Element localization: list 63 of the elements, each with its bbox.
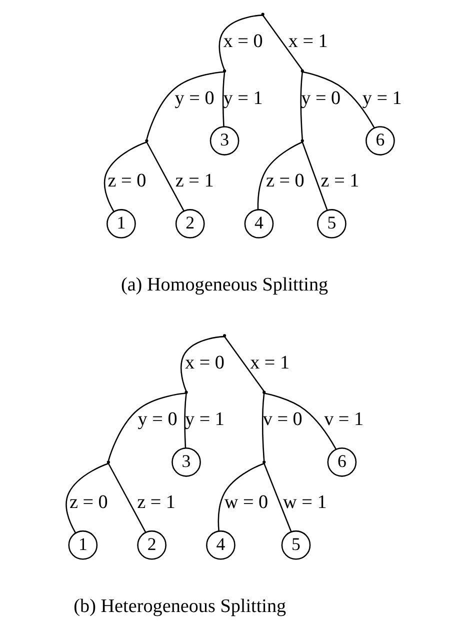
node-circle: 5: [316, 209, 346, 238]
node-point: [262, 390, 266, 394]
edge-label: z = 0: [68, 492, 108, 514]
edge-label: w = 1: [282, 492, 326, 514]
connector: [222, 72, 225, 127]
connector: [107, 392, 186, 461]
node-point: [260, 12, 264, 16]
node-point: [300, 139, 304, 142]
edge-label: v = 1: [324, 409, 364, 430]
connector: [263, 463, 292, 532]
edge-label: v = 0: [262, 409, 302, 430]
node-circle: 5: [280, 530, 310, 560]
edge-label: y = 1: [222, 88, 262, 109]
node-circle: 2: [136, 530, 166, 560]
connector: [180, 336, 224, 392]
connector: [146, 71, 224, 140]
edge-label: x = 0: [184, 352, 224, 374]
node-circle: 6: [365, 126, 394, 156]
node-point: [300, 69, 304, 73]
node-point: [144, 139, 148, 142]
edge-label: z = 1: [174, 170, 214, 192]
edge-label: z = 0: [107, 170, 146, 192]
edge-label: y = 0: [300, 88, 340, 109]
connector: [103, 142, 146, 212]
node-point: [262, 460, 266, 464]
edge-label: w = 0: [224, 492, 268, 514]
edge-label: x = 0: [222, 31, 262, 52]
node-point: [222, 334, 226, 338]
edge-label: y = 0: [174, 88, 214, 109]
edge-label: z = 1: [320, 170, 359, 192]
connector: [146, 142, 184, 212]
edge-label: x = 1: [288, 31, 328, 52]
edge-label: z = 1: [136, 492, 175, 514]
node-circle: 2: [174, 209, 204, 238]
connector: [300, 72, 302, 140]
connector: [224, 336, 264, 392]
connector: [184, 393, 186, 448]
connector: [107, 463, 146, 533]
connector: [261, 393, 264, 461]
node-circle: 4: [206, 530, 235, 560]
edge-label: z = 0: [265, 170, 304, 192]
node-point: [222, 69, 226, 73]
connector: [301, 142, 328, 210]
edge-label: y = 1: [362, 88, 402, 109]
node-circle: 4: [244, 209, 274, 238]
node-circle: 1: [106, 209, 136, 238]
connector: [302, 71, 374, 128]
node-point: [184, 390, 188, 394]
node-point: [106, 460, 110, 464]
node-circle: 3: [209, 126, 239, 156]
label: (a) Homogeneous Splitting: [120, 274, 328, 296]
connector: [262, 14, 302, 70]
node-circle: 1: [68, 530, 98, 560]
connector: [65, 462, 108, 534]
node-circle: 3: [171, 447, 200, 477]
edge-label: y = 0: [137, 409, 177, 430]
connector: [218, 14, 262, 70]
connector: [217, 462, 264, 531]
label: (b) Heterogeneous Splitting: [73, 596, 286, 618]
edge-label: x = 1: [250, 352, 290, 374]
connector: [264, 392, 336, 450]
node-circle: 6: [326, 447, 356, 477]
connector: [256, 142, 302, 210]
